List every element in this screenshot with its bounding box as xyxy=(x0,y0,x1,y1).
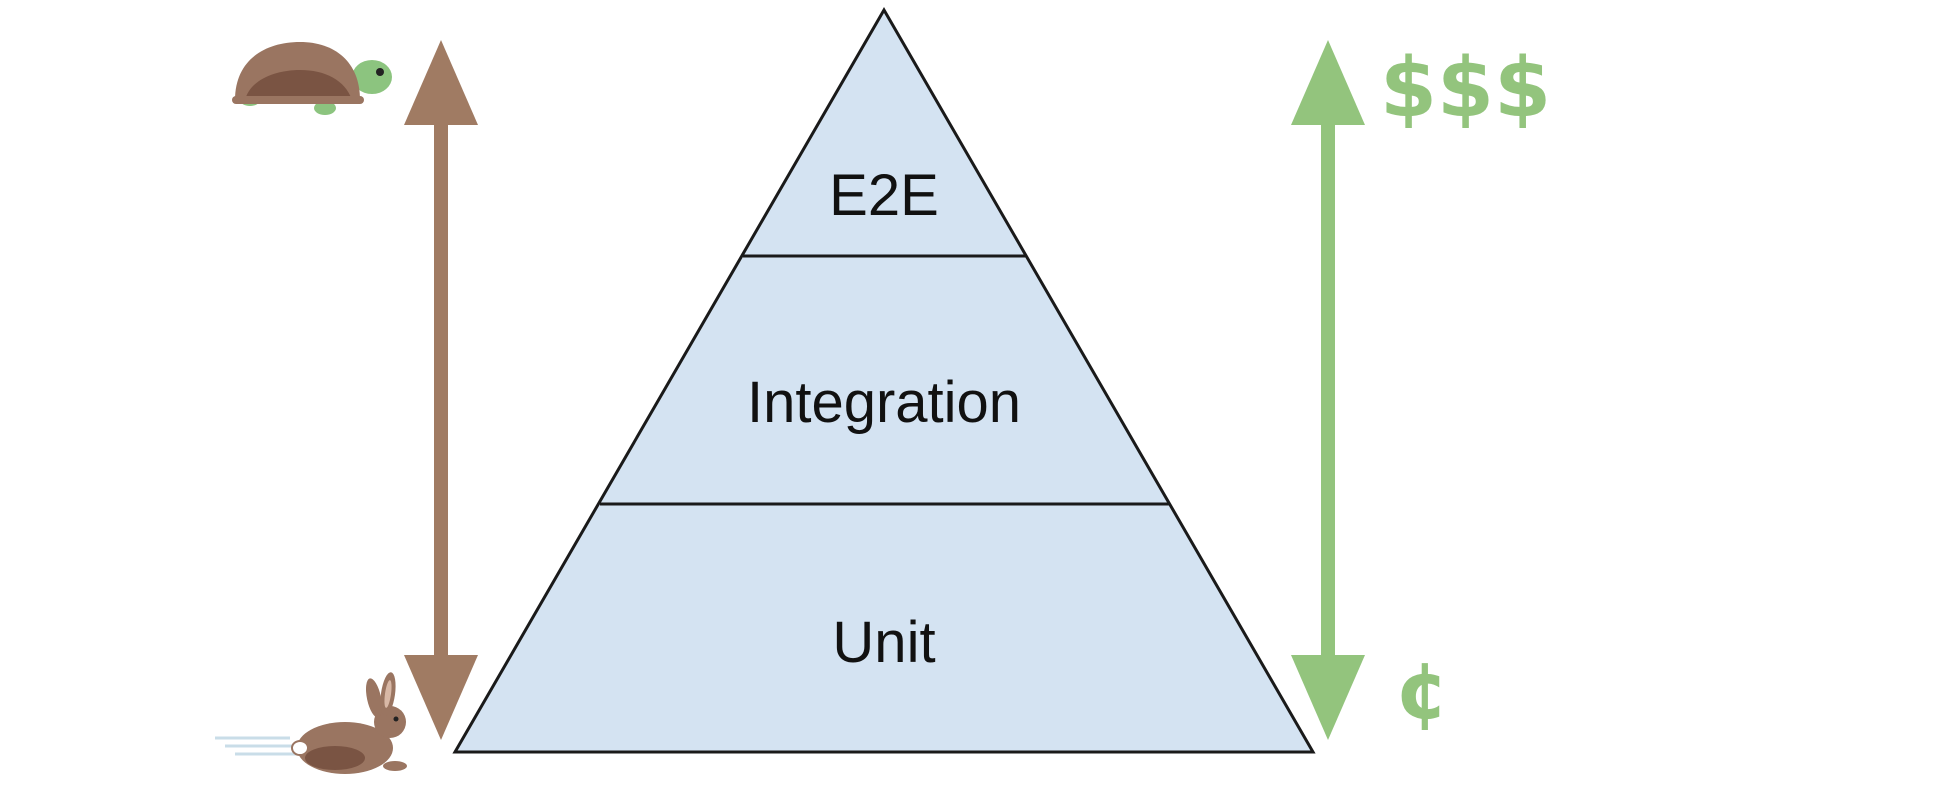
tier-label-integration: Integration xyxy=(747,370,1021,435)
rabbit-icon xyxy=(215,672,407,774)
speed-arrow-down-head xyxy=(404,655,478,740)
cost-arrow xyxy=(1291,40,1365,740)
cost-high-label: $$$ xyxy=(1380,41,1551,136)
speed-arrow-up-head xyxy=(404,40,478,125)
turtle-icon xyxy=(232,42,392,115)
cost-arrow-down-head xyxy=(1291,655,1365,740)
band-notch xyxy=(1075,310,1090,345)
cost-arrow-up-head xyxy=(1291,40,1365,125)
pyramid: E2E Integration Unit xyxy=(452,7,1316,754)
pyramid-outline xyxy=(452,7,1316,754)
cost-low-label: ¢ xyxy=(1395,647,1449,737)
tier-label-e2e: E2E xyxy=(829,163,939,228)
tier-label-unit: Unit xyxy=(832,610,935,675)
bell-curve-bands xyxy=(469,40,1298,680)
speed-arrow xyxy=(404,40,478,740)
